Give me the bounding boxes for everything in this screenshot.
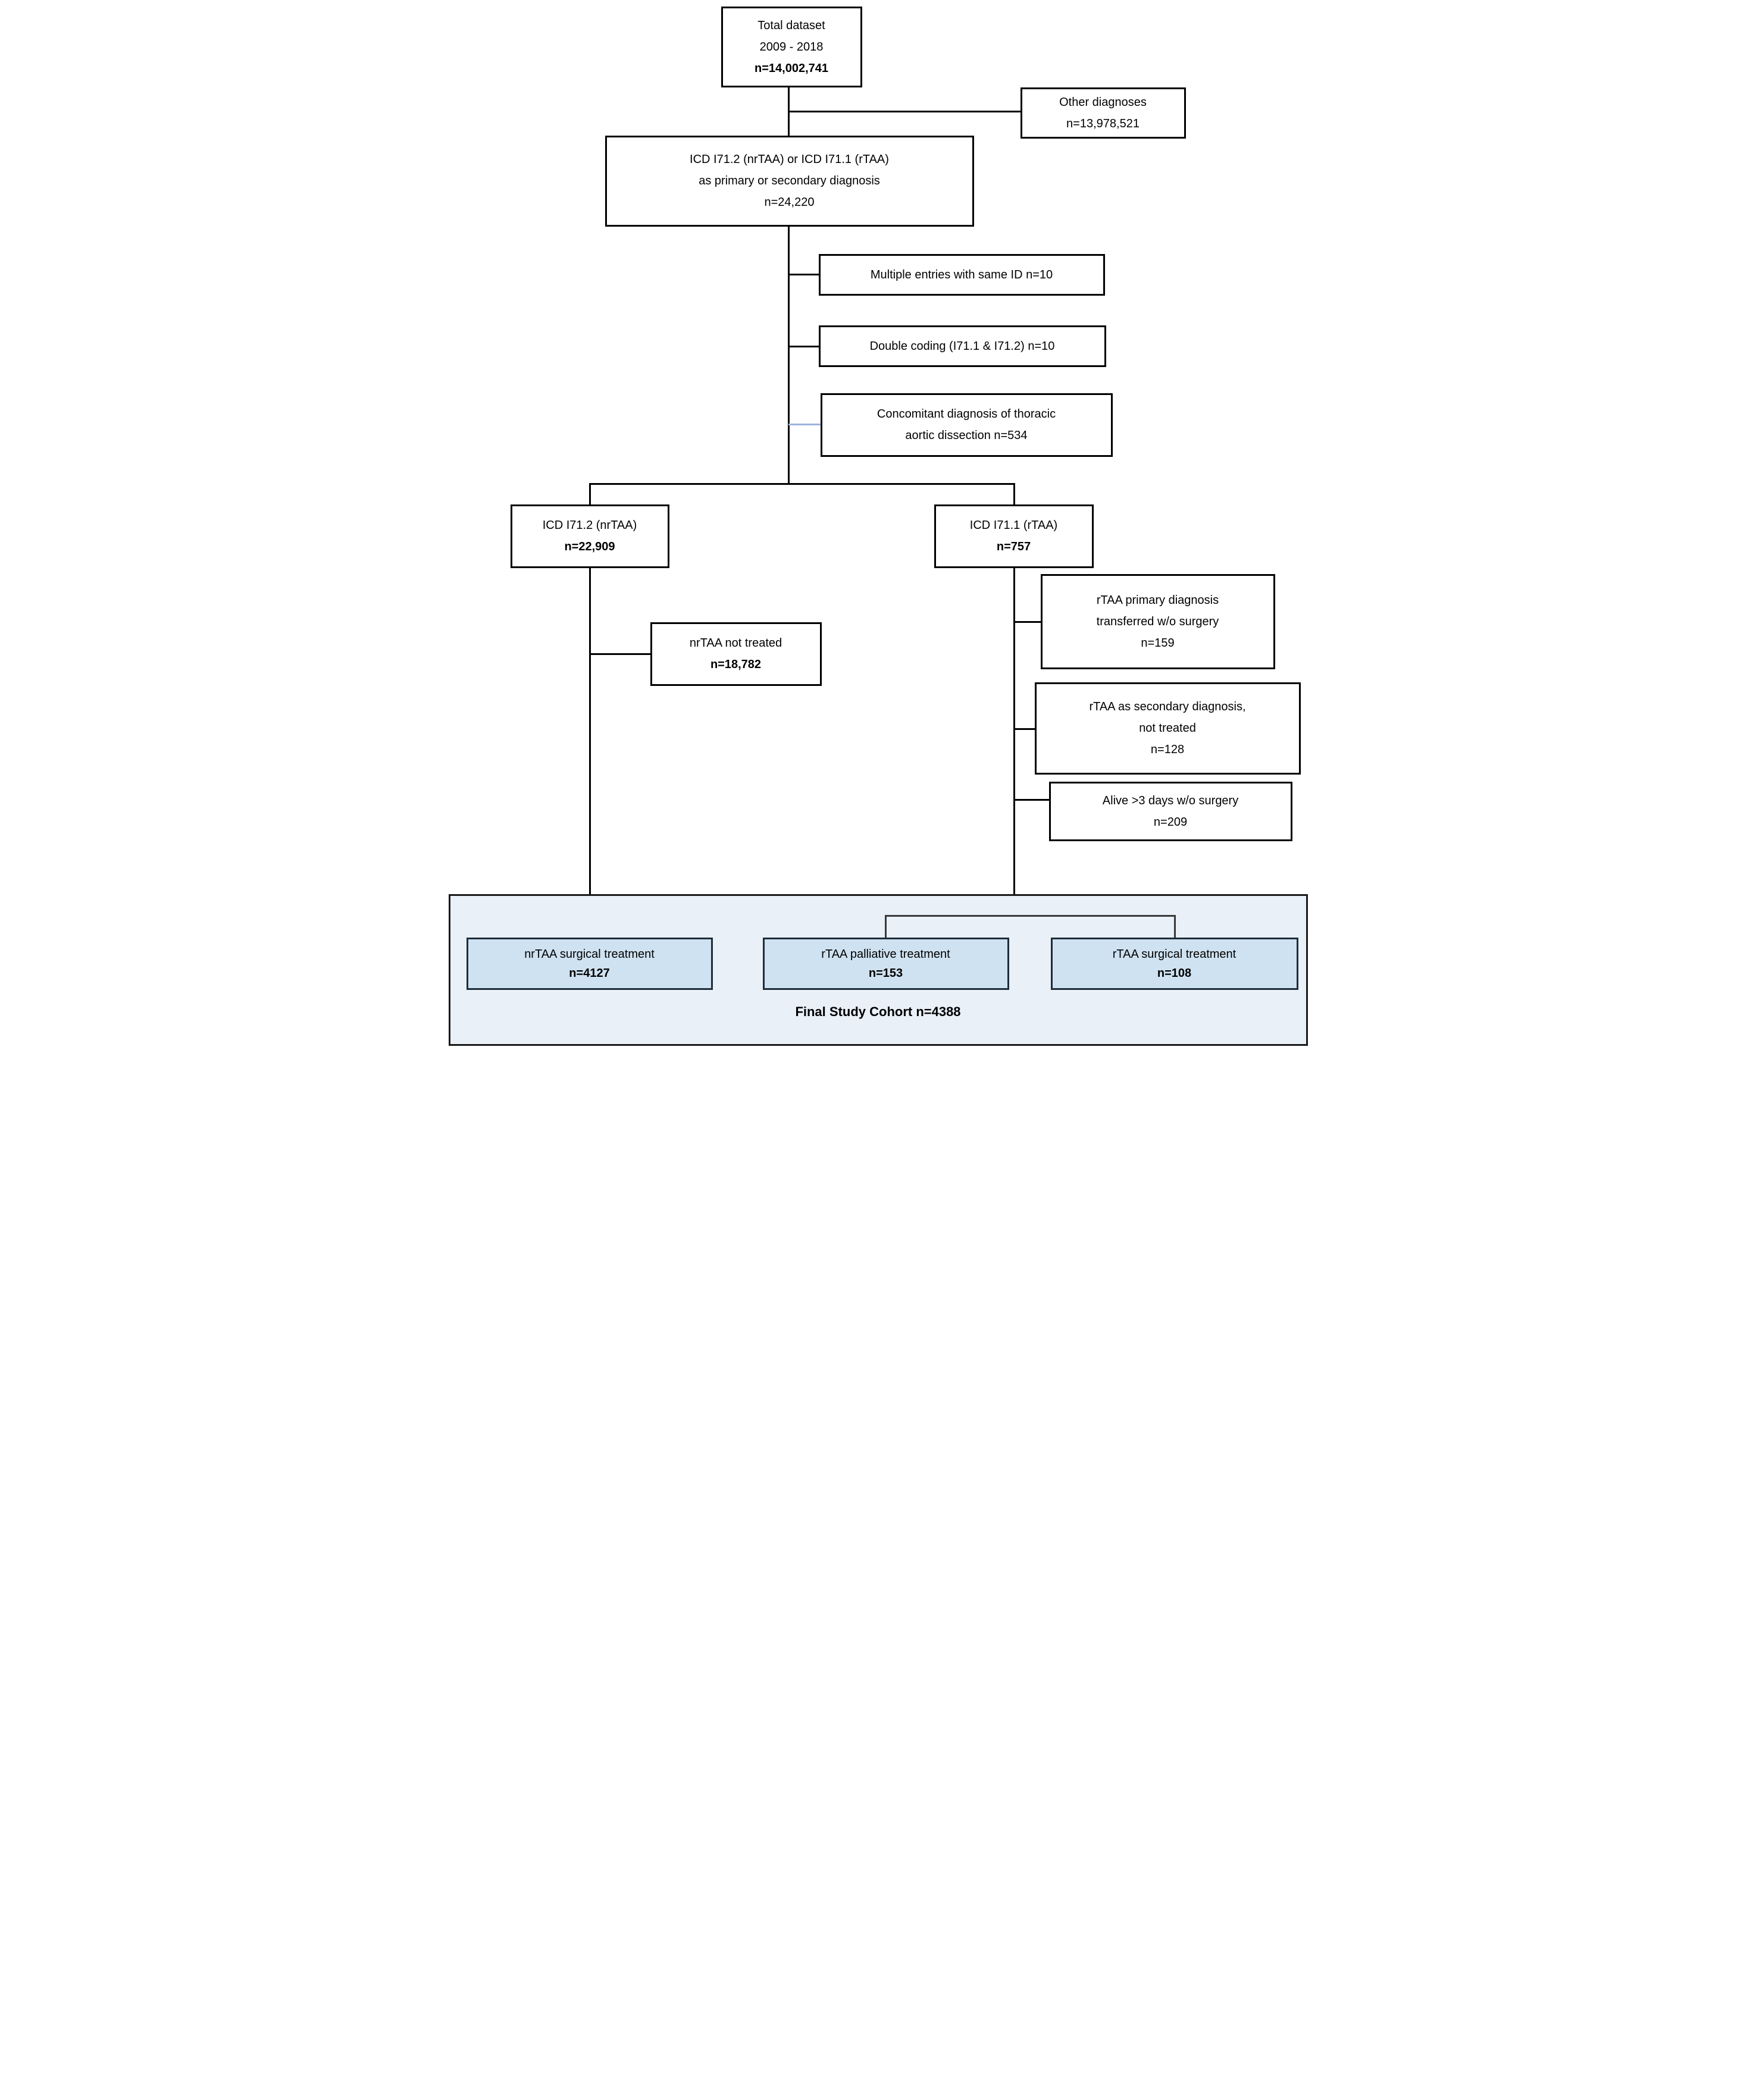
box-nrtaa-not-treated: nrTAA not treated n=18,782 (650, 622, 822, 686)
connector-nrtaa-not-treated (589, 653, 650, 655)
flow-diagram: Total dataset 2009 - 2018 n=14,002,741 O… (438, 0, 1315, 1050)
inclusion-n: n=24,220 (764, 196, 815, 209)
total-dataset-n: n=14,002,741 (755, 61, 828, 75)
rtaa-primary-line2: transferred w/o surgery (1096, 615, 1219, 628)
box-icd-nrtaa: ICD I71.2 (nrTAA) n=22,909 (510, 504, 669, 568)
rtaa-secondary-line1: rTAA as secondary diagnosis, (1089, 700, 1246, 713)
box-total-dataset: Total dataset 2009 - 2018 n=14,002,741 (721, 7, 862, 87)
box-nrtaa-surgical-treatment: nrTAA surgical treatment n=4127 (466, 938, 713, 990)
nrtaa-column-line (588, 568, 591, 939)
rtaa-palliative-title: rTAA palliative treatment (821, 947, 950, 961)
concomitant-line1: Concomitant diagnosis of thoracic (876, 408, 1056, 421)
connector-rtaa-primary (1013, 621, 1041, 623)
box-rtaa-primary-transferred: rTAA primary diagnosis transferred w/o s… (1040, 574, 1275, 669)
split-drop-left (588, 483, 591, 504)
box-multiple-entries: Multiple entries with same ID n=10 (818, 254, 1105, 296)
concomitant-line2: aortic dissection n=534 (905, 429, 1028, 442)
panel-drop-surgical (1173, 915, 1176, 939)
rtaa-primary-n: n=159 (1141, 636, 1175, 650)
rtaa-secondary-line2: not treated (1139, 722, 1196, 735)
icd-nrtaa-title: ICD I71.2 (nrTAA) (542, 519, 637, 532)
nrtaa-not-treated-n: n=18,782 (710, 658, 762, 671)
other-diagnoses-n: n=13,978,521 (1066, 117, 1140, 130)
split-drop-right (1013, 483, 1015, 504)
split-horizontal (588, 483, 1015, 485)
box-alive-without-surgery: Alive >3 days w/o surgery n=209 (1048, 782, 1292, 841)
nrtaa-surgical-title: nrTAA surgical treatment (524, 947, 655, 961)
connector-multiple-entries (788, 274, 819, 275)
box-rtaa-secondary-not-treated: rTAA as secondary diagnosis, not treated… (1034, 682, 1301, 775)
inclusion-line2: as primary or secondary diagnosis (699, 174, 880, 187)
box-other-diagnoses: Other diagnoses n=13,978,521 (1020, 87, 1186, 139)
connector-double-coding (788, 346, 819, 347)
icd-rtaa-title: ICD I71.1 (rTAA) (969, 519, 1058, 532)
rtaa-surgical-title: rTAA surgical treatment (1112, 947, 1237, 961)
rtaa-secondary-n: n=128 (1150, 743, 1185, 756)
box-concomitant-dissection: Concomitant diagnosis of thoracic aortic… (820, 393, 1113, 457)
connector-inclusion-down (787, 225, 790, 485)
other-diagnoses-title: Other diagnoses (1059, 95, 1147, 109)
nrtaa-not-treated-title: nrTAA not treated (689, 637, 782, 650)
total-dataset-years: 2009 - 2018 (759, 40, 824, 54)
final-study-cohort-label: Final Study Cohort n=4388 (795, 1004, 961, 1019)
alive-title: Alive >3 days w/o surgery (1102, 794, 1239, 807)
rtaa-column-line (1013, 568, 1015, 916)
rtaa-palliative-n: n=153 (868, 966, 903, 980)
panel-drop-palliative (884, 915, 887, 939)
inclusion-line1: ICD I71.2 (nrTAA) or ICD I71.1 (rTAA) (690, 153, 889, 166)
icd-rtaa-n: n=757 (996, 540, 1031, 553)
rtaa-primary-line1: rTAA primary diagnosis (1096, 593, 1219, 607)
connector-other-diagnoses (788, 111, 1021, 112)
rtaa-surgical-n: n=108 (1157, 966, 1192, 980)
alive-n: n=209 (1153, 815, 1188, 829)
connector-rtaa-secondary (1013, 728, 1035, 730)
icd-nrtaa-n: n=22,909 (564, 540, 615, 553)
nrtaa-surgical-n: n=4127 (569, 966, 610, 980)
box-rtaa-palliative-treatment: rTAA palliative treatment n=153 (762, 938, 1009, 990)
multiple-entries-text: Multiple entries with same ID n=10 (870, 268, 1053, 281)
double-coding-text: Double coding (I71.1 & I71.2) n=10 (869, 339, 1055, 353)
panel-split-horizontal (884, 915, 1176, 917)
connector-concomitant (788, 424, 821, 425)
box-inclusion-criteria: ICD I71.2 (nrTAA) or ICD I71.1 (rTAA) as… (605, 136, 974, 227)
box-double-coding: Double coding (I71.1 & I71.2) n=10 (818, 325, 1106, 367)
box-rtaa-surgical-treatment: rTAA surgical treatment n=108 (1050, 938, 1298, 990)
box-icd-rtaa: ICD I71.1 (rTAA) n=757 (934, 504, 1094, 568)
total-dataset-title: Total dataset (757, 18, 825, 32)
connector-alive (1013, 799, 1049, 801)
